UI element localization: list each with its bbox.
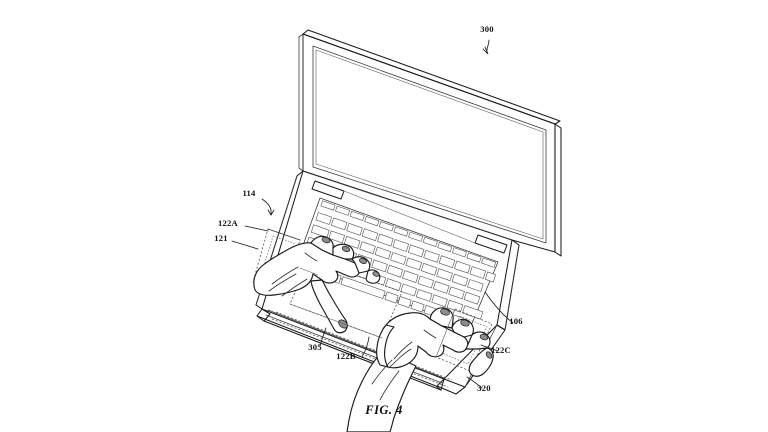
left-thumb-nail (338, 319, 348, 329)
callout-sensor-region-right: 122C (491, 345, 511, 355)
sensor-region-front-bottom (271, 318, 449, 388)
right-hand (346, 307, 494, 432)
display-bezel (312, 45, 547, 244)
hinge-left (311, 180, 345, 200)
left-little-nail (372, 271, 380, 277)
left-hand (253, 235, 381, 334)
callout-sensor-region-front: 122B (336, 351, 355, 361)
left-middle-nail (341, 245, 351, 253)
right-hand-palm (380, 312, 469, 369)
keyboard-row-2 (315, 212, 496, 283)
keyboard-row-3 (310, 224, 484, 292)
right-ring-nail (479, 333, 489, 341)
left-hand-palm (253, 242, 361, 296)
left-ring-nail (359, 258, 367, 264)
display-lid (298, 29, 562, 257)
callout-top-case-edge: 114 (242, 188, 256, 198)
right-middle-nail (460, 319, 470, 327)
callout-corner-sensor: 320 (477, 383, 491, 393)
callout-assembly: 300 (480, 24, 494, 34)
right-index-nail (440, 308, 450, 316)
hinge-right (474, 234, 508, 254)
keyboard-row-1 (320, 200, 497, 268)
right-little-nail (485, 351, 493, 359)
callout-base-housing: 106 (509, 316, 523, 326)
display-panel (317, 51, 542, 238)
figure-caption: FIG. 4 (364, 403, 402, 417)
callout-labels: 300 114 122A 121 305 122B 106 122C 320 (214, 24, 523, 393)
callout-sensor-region-left: 122A (218, 218, 238, 228)
callout-leaders (231, 39, 514, 389)
callout-front-edge-lip: 305 (308, 342, 322, 352)
right-thumb (376, 324, 395, 368)
surface-contours (289, 267, 456, 358)
left-thumb (310, 279, 348, 334)
callout-palm-rest-left: 121 (214, 233, 228, 243)
hinge (311, 180, 508, 254)
left-index-nail (321, 236, 331, 244)
sensor-region-front-top (275, 311, 453, 381)
